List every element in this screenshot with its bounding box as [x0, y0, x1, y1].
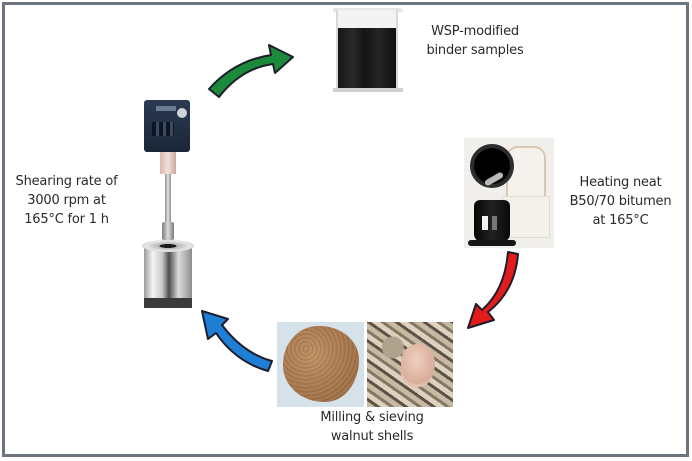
- milling-label-line: walnut shells: [330, 429, 414, 444]
- heating-step-label: Heating neat B50/70 bitumen at 165°C: [553, 173, 688, 230]
- arrow-shape: [467, 251, 519, 329]
- shearing-label-line: Shearing rate of: [15, 174, 118, 189]
- heating-label-line: at 165°C: [592, 213, 649, 228]
- high-shear-mixer-image: [140, 98, 196, 310]
- milling-label-line: Milling & sieving: [320, 410, 424, 425]
- samples-label-line: WSP-modified: [431, 24, 519, 39]
- heating-label-line: Heating neat: [579, 175, 662, 190]
- red-curved-arrow-icon: [467, 251, 519, 329]
- bitumen-pouring-can-image: [464, 138, 554, 248]
- shearing-step-label: Shearing rate of 3000 rpm at 165°C for 1…: [4, 172, 129, 229]
- arrow-shape: [208, 44, 294, 98]
- samples-step-label: WSP-modified binder samples: [405, 22, 545, 60]
- beaker-of-binder-image: [333, 8, 403, 92]
- milling-step-label: Milling & sieving walnut shells: [282, 408, 462, 446]
- heating-label-line: B50/70 bitumen: [569, 194, 672, 209]
- green-curved-arrow-icon: [208, 44, 294, 98]
- shearing-label-line: 165°C for 1 h: [24, 212, 109, 227]
- blue-curved-arrow-icon: [201, 310, 273, 372]
- walnut-shell-powder-image: [277, 322, 364, 407]
- walnut-shells-image: [367, 322, 453, 407]
- shearing-label-line: 3000 rpm at: [27, 193, 106, 208]
- arrow-shape: [201, 310, 273, 372]
- samples-label-line: binder samples: [426, 43, 524, 58]
